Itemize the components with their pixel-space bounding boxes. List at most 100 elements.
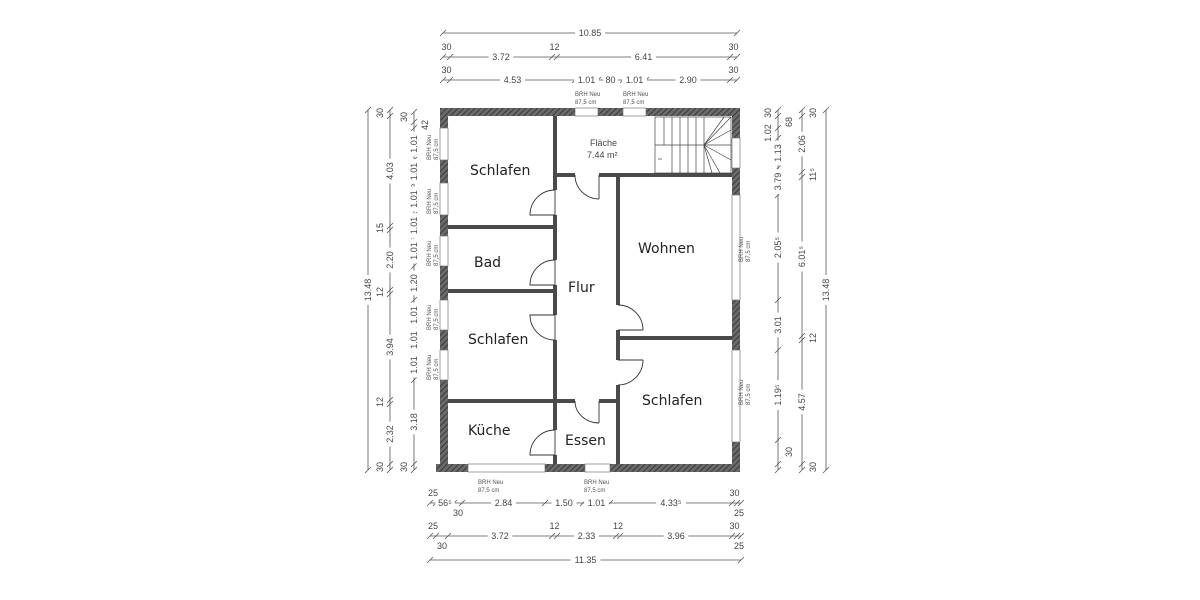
dim-right-total-label: 13.48: [821, 279, 831, 302]
window-label: 87,5 cm: [623, 100, 644, 106]
dimension-tick: [774, 134, 782, 142]
dim-bottom-row1-label: 2.84: [495, 498, 513, 508]
dimension-tick: [737, 556, 745, 564]
dim-top-row2-label: 6.41: [635, 52, 653, 62]
dim-bottom-row2-label: 30: [729, 521, 739, 531]
dim-bottom-row1-label: 1.01: [588, 498, 606, 508]
door-bad: [529, 259, 558, 286]
window: [731, 349, 741, 443]
dimension-tick: [446, 53, 454, 61]
dimension-tick: [410, 376, 418, 384]
dimension-tick: [728, 532, 736, 540]
dim-right-row2-label: 12: [808, 333, 818, 343]
door-flur: [574, 172, 600, 200]
dimension-tick: [798, 168, 806, 176]
window-label: 87,5 cm: [434, 193, 440, 214]
dim-bottom-row2-label: 3.72: [491, 531, 509, 541]
dimension-tick: [426, 556, 434, 564]
dimension-tick: [726, 53, 734, 61]
dimension-tick: [458, 499, 466, 507]
dim-left-row3-label: 1.20: [409, 274, 419, 292]
dimension-tick: [386, 400, 394, 408]
dimension-tick: [410, 124, 418, 132]
windows: [439, 107, 741, 473]
dimension-tick: [798, 460, 806, 468]
dim-right-row1-label: 3.01: [773, 316, 783, 334]
window: [622, 107, 647, 117]
dim-top-row2-label: 12: [549, 42, 559, 52]
dim-top-row3-label: 4.53: [504, 75, 522, 85]
dim-top-row3-label: 30: [728, 65, 738, 75]
dimension-tick: [774, 124, 782, 132]
dim-bottom-row2-label: 3.96: [667, 531, 685, 541]
dimension-tick: [737, 532, 745, 540]
dimension-tick: [798, 336, 806, 344]
dimension-tick: [410, 466, 418, 474]
dim-left-row3-label: 3.18: [409, 413, 419, 431]
dimension-tick: [737, 499, 745, 507]
dim-left-row2-label: 3.94: [385, 338, 395, 356]
door-essen: [574, 398, 600, 424]
dimension-tick: [410, 460, 418, 468]
room-label-schlafen-nw: Schlafen: [470, 163, 530, 179]
dim-left-row3-label: 1.01: [409, 306, 419, 324]
window-label: BRH Neu: [739, 237, 745, 262]
dim-right-row2-label: 2.06: [797, 135, 807, 153]
dim-left-row2-label: 4.03: [385, 162, 395, 180]
dim-top-row3-label: 1.01: [626, 75, 644, 85]
window-label: BRH Neu: [623, 92, 648, 98]
window-label: BRH Neu: [739, 380, 745, 405]
dimension-tick: [798, 332, 806, 340]
window: [731, 137, 741, 169]
dim-top-total-label: 10.85: [579, 28, 602, 38]
dimension-tick: [733, 53, 741, 61]
door-schlafen-se: [615, 359, 644, 386]
dim-bottom-row1-label: 1.50: [555, 498, 573, 508]
dim-left-row2-label: 30: [375, 462, 385, 472]
window-label: 87,5 cm: [434, 359, 440, 380]
dimension-tick: [364, 106, 372, 114]
door-kueche: [529, 429, 558, 456]
dim-top-row3-label: 2.90: [679, 75, 697, 85]
dim-left-row2-label: 2.20: [385, 251, 395, 269]
dimension-tick: [410, 262, 418, 270]
dim-right-row1-label: 30: [784, 447, 794, 457]
window: [439, 182, 449, 216]
dimension-tick: [774, 436, 782, 444]
dim-left-row2-label: 15: [375, 223, 385, 233]
dim-left-row2-label: 30: [375, 108, 385, 118]
dim-bottom-row1-label: 25: [734, 508, 744, 518]
room-label-kueche: Küche: [468, 423, 511, 439]
dimension-tick: [548, 53, 556, 61]
window: [584, 463, 611, 473]
dimension-tick: [410, 296, 418, 304]
dim-top-row2-label: 30: [441, 42, 451, 52]
dim-bottom-row2-label: 12: [613, 521, 623, 531]
room-label-schlafen-se: Schlafen: [642, 393, 702, 409]
dim-right-row1-label: 1.19⁵: [773, 384, 783, 406]
door-schlafen-w: [529, 314, 558, 341]
window-label: BRH Neu: [575, 92, 600, 98]
dim-left-row3-label: 1.01: [409, 190, 419, 208]
window: [439, 349, 449, 381]
dim-bottom-row1-label: 30: [453, 508, 463, 518]
dim-left-row3-label: 1.01: [409, 331, 419, 349]
window-label: 87,5 cm: [575, 100, 596, 106]
dimension-tick: [553, 53, 561, 61]
dimension-tick: [386, 396, 394, 404]
dim-top-row2-label: 30: [728, 42, 738, 52]
area-label: Fläche: [590, 138, 617, 148]
doors: [529, 172, 644, 456]
dim-left-row2-label: 12: [375, 397, 385, 407]
room-label-flur: Flur: [568, 280, 595, 296]
dim-left-row2-label: 12: [375, 287, 385, 297]
dimension-tick: [386, 290, 394, 298]
dimension-tick: [432, 532, 440, 540]
room-label-essen: Essen: [565, 433, 606, 449]
dim-bottom-row1-label: 25: [428, 488, 438, 498]
dim-right-row1-label: 1.13: [773, 144, 783, 162]
dim-bottom-row2-label: 2.33: [578, 531, 596, 541]
dimension-tick: [774, 346, 782, 354]
dim-right-row1-label: 30: [763, 108, 773, 118]
window-label: BRH Neu: [427, 135, 433, 160]
